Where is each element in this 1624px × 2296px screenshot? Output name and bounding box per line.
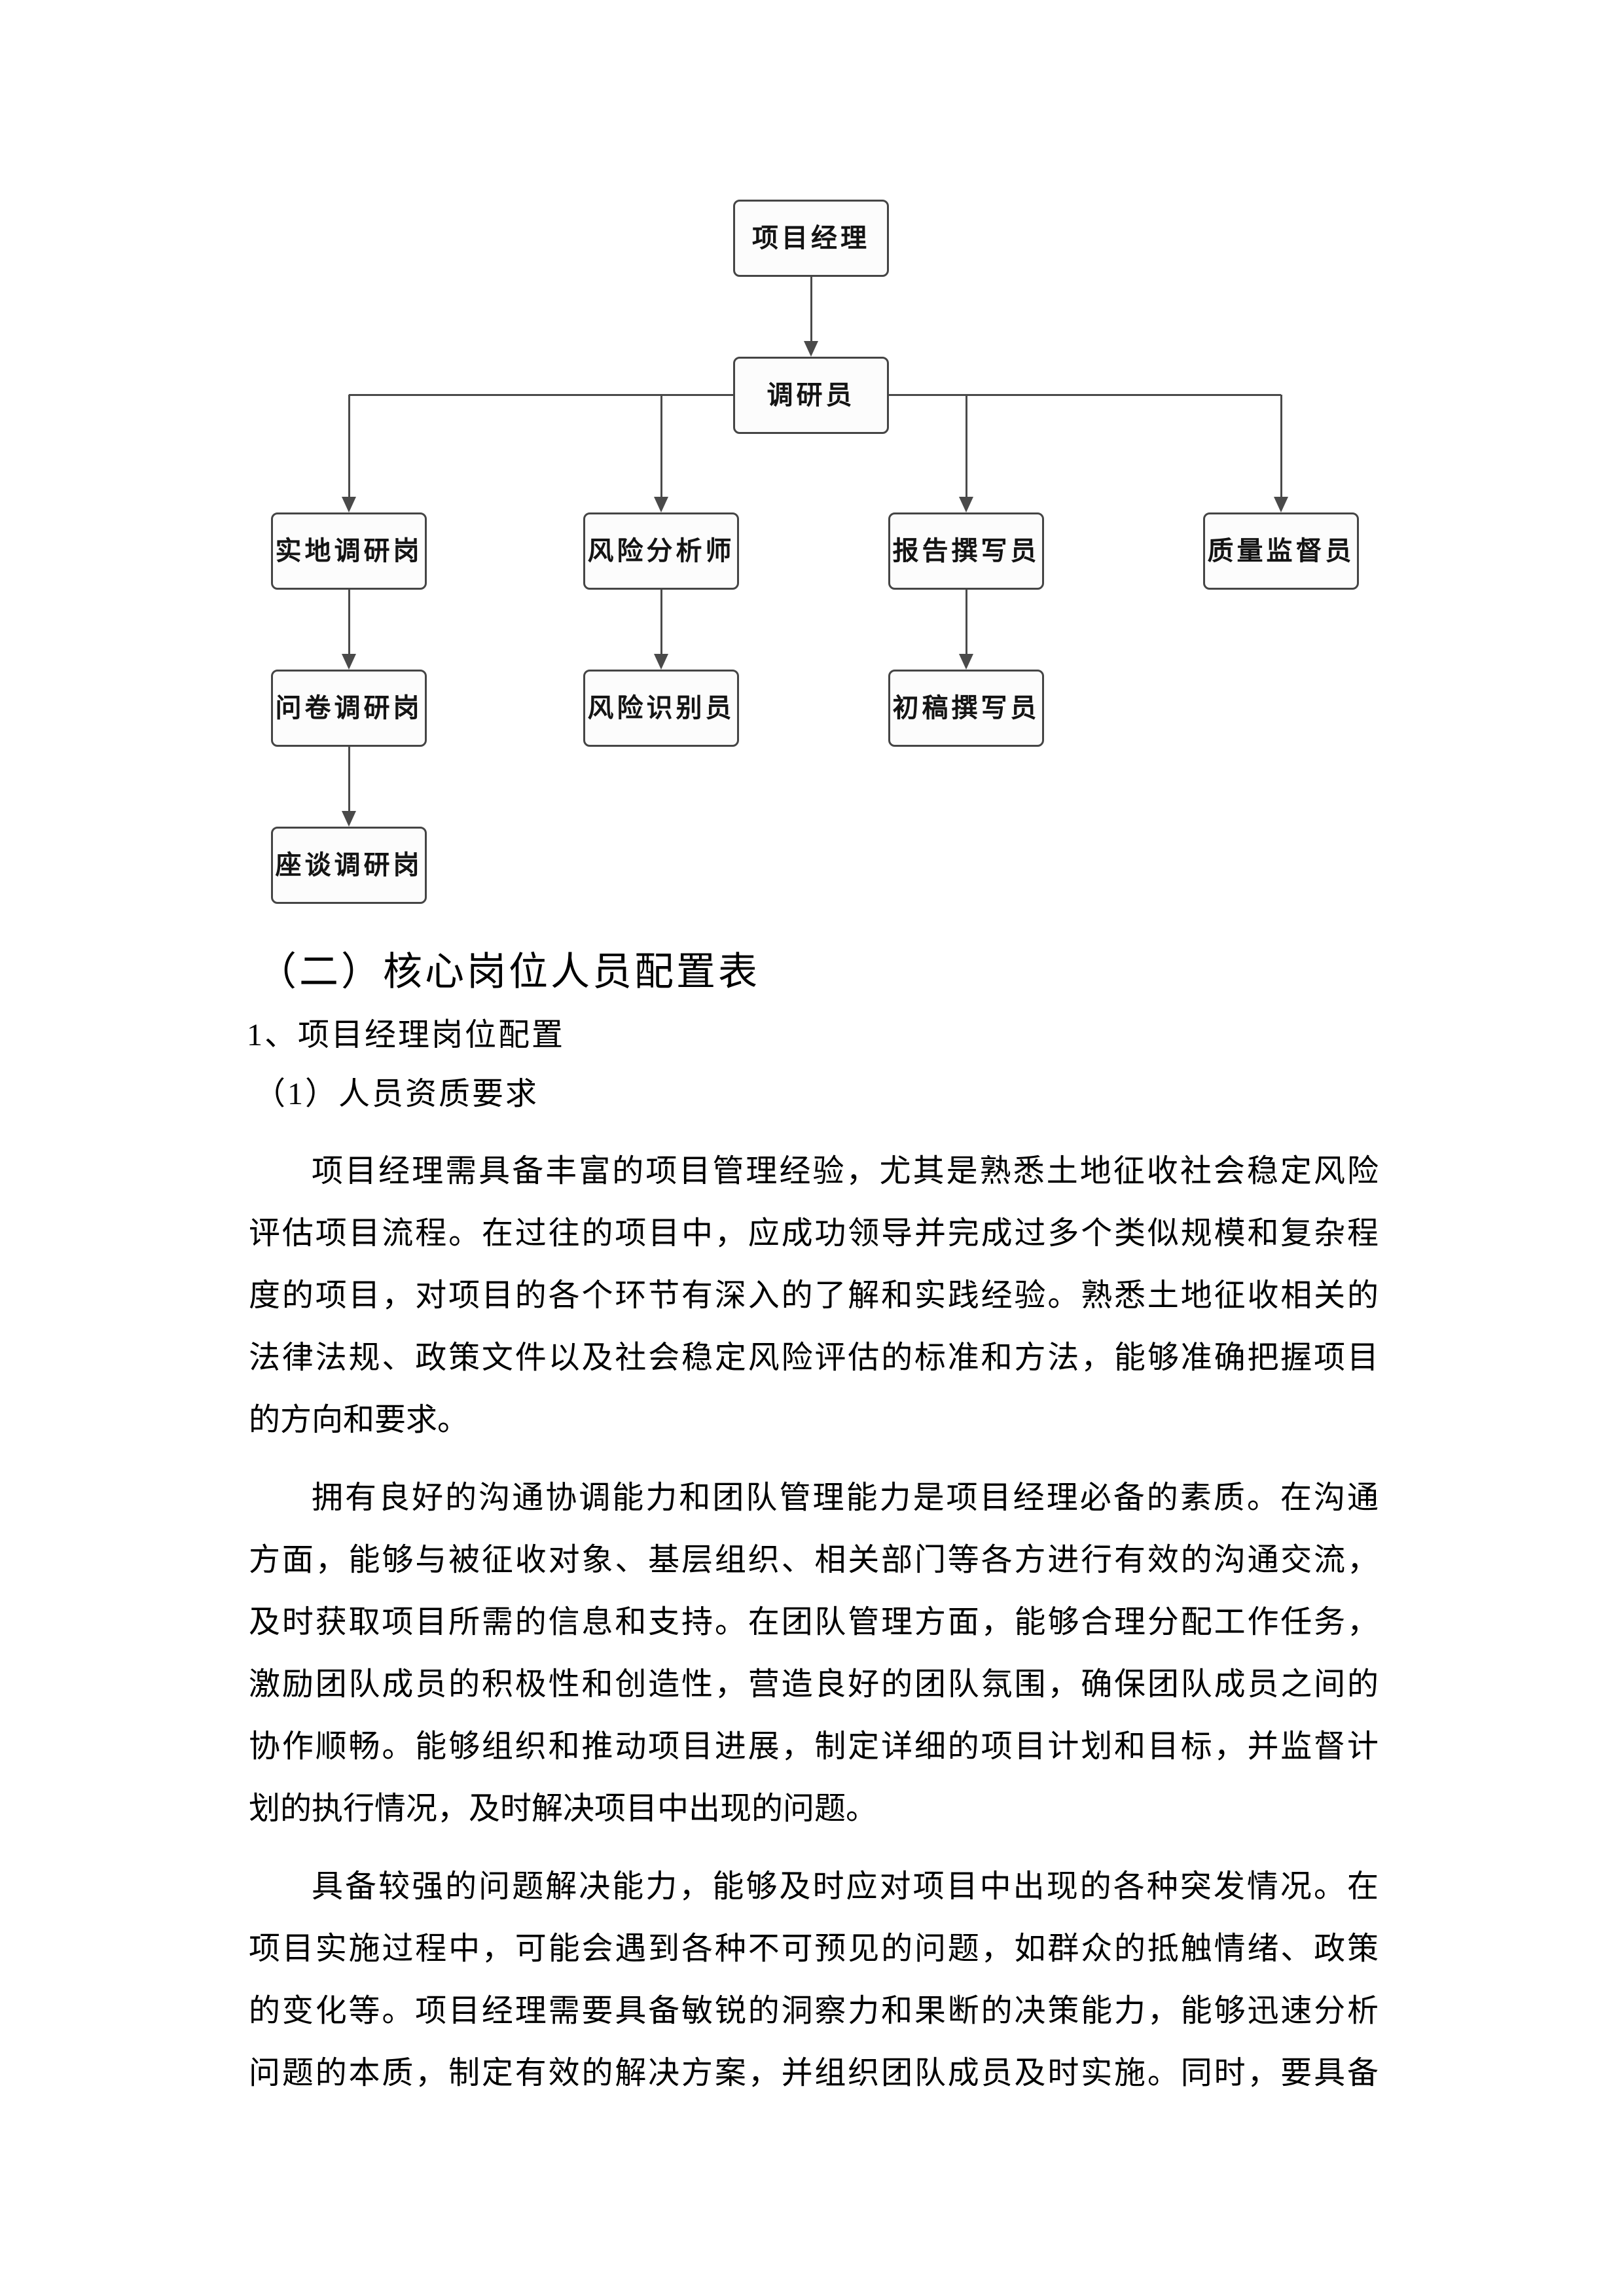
body-text: 项目经理需具备丰富的项目管理经验，尤其是熟悉土地征收社会稳定风险评估项目流程。在…	[249, 1140, 1379, 2120]
org-chart: 项目经理调研员实地调研岗 风险分析师 报告撰写员 质量监督员问卷调研岗 风险识别员 初稿撰…	[0, 0, 1624, 949]
org-node-label: 报告撰写员	[892, 536, 1040, 565]
paragraph: 项目经理需具备丰富的项目管理经验，尤其是熟悉土地征收社会稳定风险评估项目流程。在…	[249, 1140, 1379, 1451]
body-line: 法律法规、政策文件以及社会稳定风险评估的标准和方法，能够准确把握项目	[249, 1340, 1379, 1375]
org-node-risk-analyst: 风险分析师	[583, 512, 739, 590]
org-node-project-manager: 项目经理	[733, 200, 889, 277]
org-node-draft-writer: 初稿撰写员	[888, 670, 1044, 747]
body-line: 划的执行情况，及时解决项目中出现的问题。	[249, 1791, 878, 1826]
paragraph: 具备较强的问题解决能力，能够及时应对项目中出现的各种突发情况。在项目实施过程中，…	[249, 1856, 1379, 2104]
org-node-label: 实地调研岗	[275, 536, 423, 565]
arrow-down-icon	[654, 497, 668, 512]
body-line: 具备较强的问题解决能力，能够及时应对项目中出现的各种突发情况。在	[312, 1869, 1379, 1904]
arrow-down-icon	[654, 654, 668, 670]
org-node-quality-supervisor: 质量监督员	[1203, 512, 1359, 590]
body-line: 的变化等。项目经理需要具备敏锐的洞察力和果断的决策能力，能够迅速分析	[249, 1994, 1379, 2028]
org-node-label: 项目经理	[752, 223, 870, 253]
body-line: 拥有良好的沟通协调能力和团队管理能力是项目经理必备的素质。在沟通	[312, 1480, 1379, 1515]
body-line: 评估项目流程。在过往的项目中，应成功领导并完成过多个类似规模和复杂程	[249, 1216, 1379, 1251]
org-node-symposium-survey-post: 座谈调研岗	[271, 827, 427, 904]
connector-line	[660, 395, 662, 497]
arrow-down-icon	[342, 654, 356, 670]
connector-line	[965, 590, 967, 654]
body-line: 项目实施过程中，可能会遇到各种不可预见的问题，如群众的抵触情绪、政策	[249, 1931, 1379, 1966]
connector-line	[348, 395, 350, 497]
body-line: 方面，能够与被征收对象、基层组织、相关部门等各方进行有效的沟通交流，	[249, 1543, 1379, 1577]
org-node-label: 风险分析师	[587, 536, 735, 565]
body-line: 项目经理需具备丰富的项目管理经验，尤其是熟悉土地征收社会稳定风险	[312, 1154, 1379, 1189]
org-node-field-survey-post: 实地调研岗	[271, 512, 427, 590]
connector-line	[965, 395, 967, 497]
arrow-down-icon	[959, 654, 973, 670]
org-node-label: 质量监督员	[1207, 536, 1355, 565]
arrow-down-icon	[1274, 497, 1288, 512]
body-line: 激励团队成员的积极性和创造性，营造良好的团队氛围，确保团队成员之间的	[249, 1667, 1379, 1702]
connector-line	[1280, 395, 1282, 497]
connector-line	[660, 590, 662, 654]
org-node-label: 调研员	[767, 380, 856, 410]
section-heading: （二）核心岗位人员配置表	[257, 950, 760, 994]
org-node-label: 座谈调研岗	[275, 850, 423, 880]
arrow-down-icon	[804, 341, 818, 357]
connector-line	[810, 277, 812, 341]
org-node-label: 初稿撰写员	[892, 693, 1040, 723]
item-heading: 1、项目经理岗位配置	[247, 1018, 566, 1052]
body-line: 度的项目，对项目的各个环节有深入的了解和实践经验。熟悉土地征收相关的	[249, 1278, 1379, 1313]
connector-line	[889, 393, 1281, 396]
paragraph: 拥有良好的沟通协调能力和团队管理能力是项目经理必备的素质。在沟通方面，能够与被征…	[249, 1467, 1379, 1840]
connector-line	[348, 747, 350, 811]
body-line: 的方向和要求。	[249, 1403, 469, 1437]
arrow-down-icon	[959, 497, 973, 512]
body-line: 及时获取项目所需的信息和支持。在团队管理方面，能够合理分配工作任务，	[249, 1605, 1379, 1640]
org-node-researcher: 调研员	[733, 357, 889, 434]
arrow-down-icon	[342, 497, 356, 512]
connector-line	[348, 590, 350, 654]
sub-item-heading: （1）人员资质要求	[254, 1077, 539, 1111]
org-node-report-writer: 报告撰写员	[888, 512, 1044, 590]
body-line: 协作顺畅。能够组织和推动项目进展，制定详细的项目计划和目标，并监督计	[249, 1729, 1379, 1764]
org-node-risk-identifier: 风险识别员	[583, 670, 739, 747]
body-line: 问题的本质，制定有效的解决方案，并组织团队成员及时实施。同时，要具备	[249, 2056, 1379, 2090]
connector-line	[349, 393, 733, 396]
arrow-down-icon	[342, 811, 356, 827]
org-node-label: 风险识别员	[587, 693, 735, 723]
org-node-label: 问卷调研岗	[275, 693, 423, 723]
org-node-questionnaire-survey-post: 问卷调研岗	[271, 670, 427, 747]
